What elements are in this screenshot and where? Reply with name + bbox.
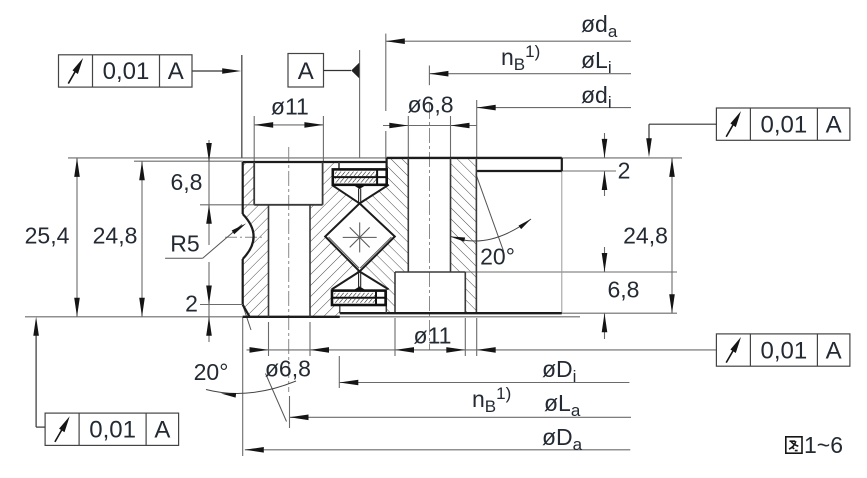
svg-text:0,01: 0,01 — [761, 337, 808, 364]
svg-text:20°: 20° — [480, 244, 515, 270]
svg-text:6,8: 6,8 — [608, 277, 640, 303]
svg-text:A: A — [154, 416, 170, 443]
svg-text:A: A — [826, 111, 842, 138]
svg-text:1~6: 1~6 — [804, 432, 843, 458]
svg-text:ø11: ø11 — [414, 323, 452, 349]
svg-text:A: A — [826, 337, 842, 364]
svg-text:0,01: 0,01 — [89, 416, 136, 443]
svg-text:2: 2 — [618, 158, 631, 184]
svg-text:20°: 20° — [194, 359, 229, 385]
svg-text:øDa: øDa — [542, 424, 583, 454]
svg-text:24,8: 24,8 — [623, 223, 668, 249]
svg-text:0,01: 0,01 — [103, 58, 150, 85]
svg-text:2: 2 — [185, 291, 198, 317]
svg-text:24,8: 24,8 — [93, 223, 138, 249]
svg-text:ø6,8: ø6,8 — [265, 356, 311, 382]
svg-text:ø11: ø11 — [271, 94, 309, 120]
svg-text:ø6,8: ø6,8 — [407, 92, 453, 118]
svg-text:øLa: øLa — [544, 390, 581, 420]
svg-text:øDi: øDi — [542, 356, 576, 386]
svg-text:A: A — [298, 58, 314, 85]
svg-text:R5: R5 — [170, 231, 199, 257]
svg-text:25,4: 25,4 — [25, 223, 70, 249]
svg-text:øda: øda — [581, 11, 618, 41]
svg-text:nB1): nB1) — [472, 384, 511, 416]
svg-text:0,01: 0,01 — [761, 111, 808, 138]
svg-text:nB1): nB1) — [501, 42, 540, 74]
svg-text:ødi: ødi — [581, 82, 612, 112]
svg-text:6,8: 6,8 — [171, 169, 203, 195]
svg-text:øLi: øLi — [581, 47, 612, 77]
svg-text:A: A — [168, 58, 184, 85]
